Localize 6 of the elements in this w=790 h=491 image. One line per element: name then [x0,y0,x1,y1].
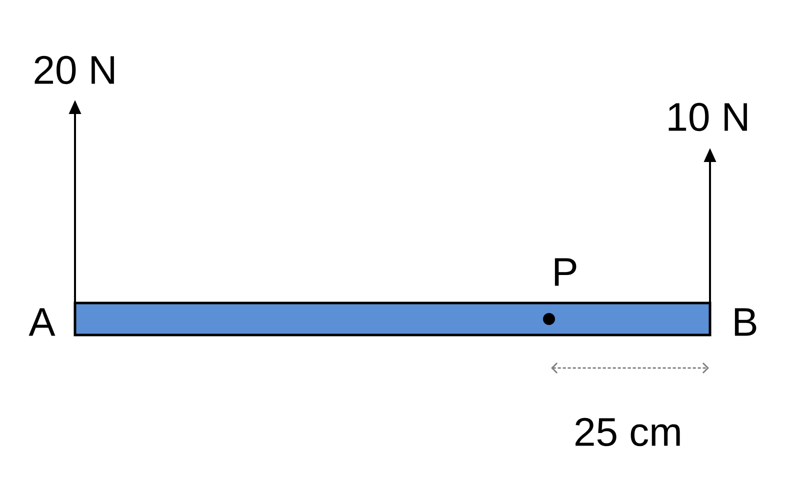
point-label: A [28,308,56,336]
point-label: P [554,258,576,286]
dimension-label: 25 cm [576,418,680,446]
label: 20 N [34,56,114,84]
label: 10 N [668,102,747,132]
point-label: B [734,308,756,336]
